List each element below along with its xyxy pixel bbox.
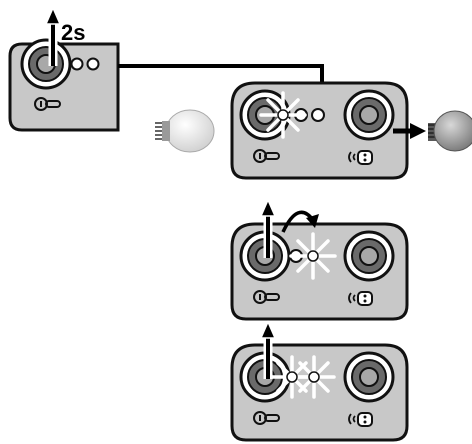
press-arrow — [259, 320, 277, 379]
learn-button[interactable] — [20, 38, 72, 90]
wrench-icon — [253, 290, 280, 304]
output-button[interactable] — [343, 230, 395, 282]
wrench-icon — [34, 97, 61, 111]
led-indicator — [311, 108, 325, 122]
step3-device — [230, 198, 409, 321]
bulb-off — [155, 109, 215, 153]
led-indicator — [286, 371, 298, 383]
output-arrow — [393, 123, 426, 139]
bulb-on — [428, 110, 472, 152]
hold-time-label: 2s — [61, 20, 85, 45]
remote-signal-icon — [348, 291, 373, 306]
step1-device: 2s — [8, 6, 120, 132]
led-indicator — [86, 57, 100, 71]
output-button[interactable] — [343, 89, 395, 141]
led-indicator — [70, 57, 84, 71]
press-arrow — [259, 198, 277, 258]
step4-device — [230, 320, 409, 442]
remote-signal-icon — [348, 412, 373, 427]
step2-device — [230, 81, 409, 180]
wrench-icon — [253, 149, 280, 163]
remote-signal-icon — [348, 150, 373, 165]
press-hold-arrow — [44, 6, 62, 66]
output-button[interactable] — [343, 351, 395, 403]
advance-arrow — [281, 210, 319, 233]
led-indicator — [308, 371, 320, 383]
wrench-icon — [253, 411, 280, 425]
